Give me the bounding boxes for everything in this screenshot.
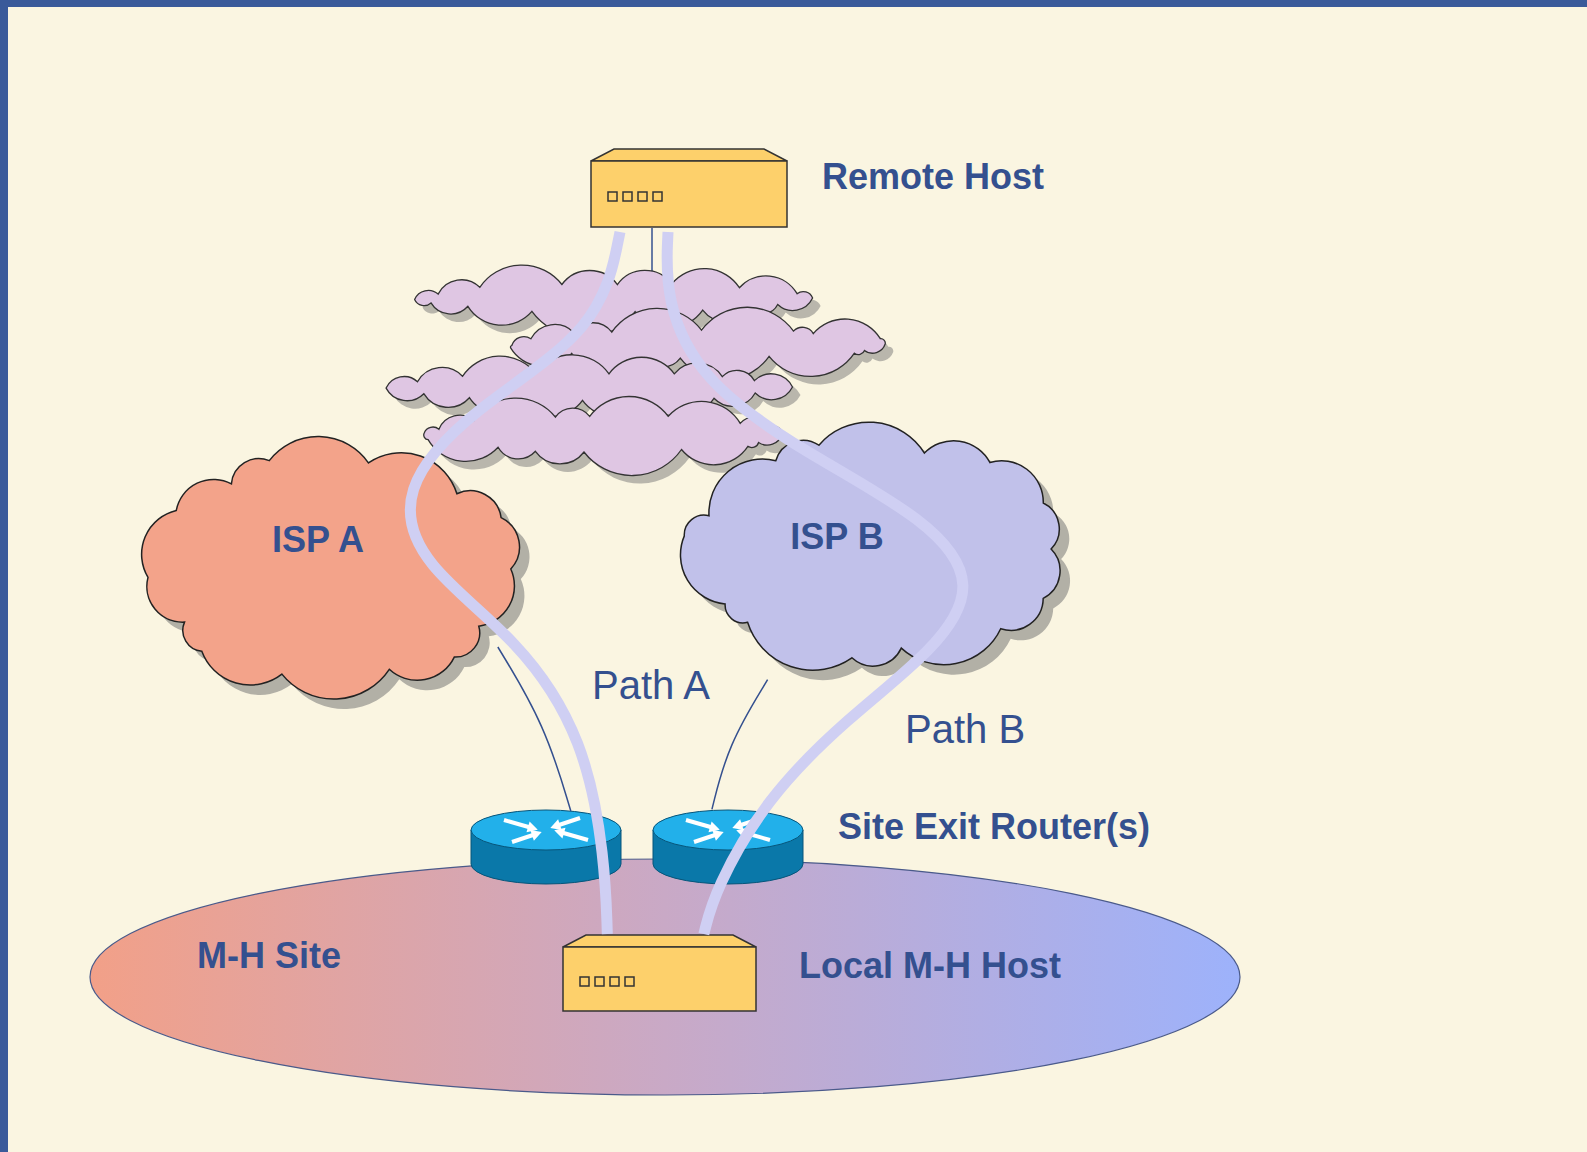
internet-cloud bbox=[386, 355, 792, 417]
router-top bbox=[653, 810, 803, 850]
router-arrow bbox=[504, 820, 532, 828]
cloud-outline bbox=[680, 422, 1060, 670]
router-arrowhead bbox=[712, 830, 723, 841]
host-box bbox=[590, 148, 790, 232]
isp-cloud bbox=[122, 425, 554, 725]
router-symbol bbox=[653, 810, 803, 884]
frame-bar bbox=[0, 0, 8, 1152]
host-led bbox=[625, 977, 634, 986]
path-label: Path A bbox=[592, 662, 710, 708]
router-arrowhead bbox=[732, 819, 743, 830]
router-node: Site Exit Router(s) bbox=[470, 806, 1163, 892]
cloud-node: ISP B bbox=[662, 410, 1102, 700]
host-led bbox=[653, 192, 662, 201]
access-link bbox=[712, 680, 768, 810]
node-label: ISP B bbox=[790, 516, 883, 557]
router-arrowhead bbox=[550, 819, 561, 830]
host-front bbox=[563, 947, 756, 1011]
router-arrowhead bbox=[530, 830, 541, 841]
node-label: M-H Site bbox=[197, 935, 341, 976]
host-front bbox=[591, 161, 787, 227]
site-node: M-H Site Local M-H Host bbox=[89, 858, 1241, 1096]
host-led bbox=[595, 977, 604, 986]
access-link bbox=[498, 647, 571, 811]
node-label: ISP A bbox=[272, 519, 364, 560]
traffic-path bbox=[410, 232, 620, 934]
node-label: Local M-H Host bbox=[799, 945, 1061, 986]
router-top bbox=[471, 810, 621, 850]
path-label: Path B bbox=[905, 706, 1025, 752]
host-top bbox=[563, 935, 756, 947]
router-pair bbox=[470, 806, 806, 890]
host-node: Remote Host bbox=[590, 148, 1057, 230]
router-arrow bbox=[686, 820, 714, 828]
cloud-outline bbox=[142, 437, 520, 699]
host-led bbox=[623, 192, 632, 201]
router-symbol bbox=[471, 810, 621, 884]
router-arrow bbox=[560, 832, 588, 840]
host-top bbox=[591, 149, 787, 161]
site-outline bbox=[90, 859, 1240, 1095]
host-led bbox=[608, 192, 617, 201]
router-arrow bbox=[742, 832, 770, 840]
node-label: Site Exit Router(s) bbox=[838, 806, 1150, 847]
host-led bbox=[580, 977, 589, 986]
cloud-node: ISP A bbox=[122, 425, 554, 725]
traffic-path bbox=[667, 232, 963, 934]
host-node: Local M-H Host bbox=[562, 934, 1074, 1014]
host-box bbox=[562, 934, 759, 1016]
host-led bbox=[638, 192, 647, 201]
internet-cloud bbox=[424, 396, 782, 475]
host-led bbox=[610, 977, 619, 986]
frame-bar bbox=[0, 0, 1587, 7]
node-label: Remote Host bbox=[822, 156, 1044, 197]
